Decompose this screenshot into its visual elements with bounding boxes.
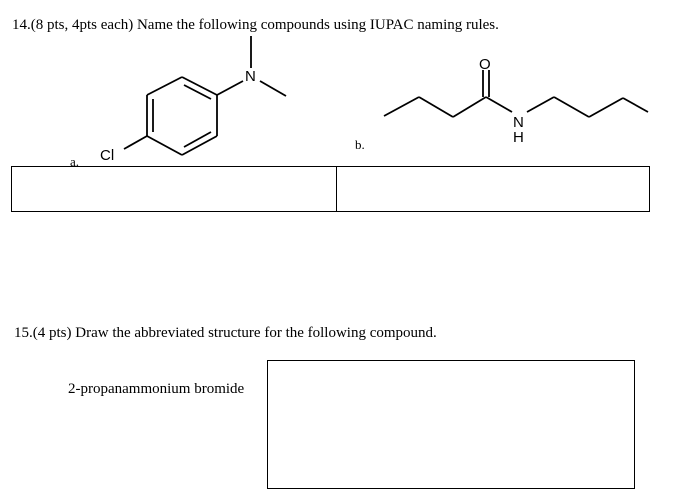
question-14-prompt: 14.(8 pts, 4pts each) Name the following… — [12, 17, 499, 33]
atom-hydrogen-b: H — [513, 129, 524, 146]
atom-nitrogen-b: N — [513, 114, 524, 131]
answer-box-a[interactable] — [11, 166, 337, 212]
question-15-prompt: 15.(4 pts) Draw the abbreviated structur… — [14, 325, 437, 341]
part-b-label: b. — [355, 137, 365, 152]
answer-box-b[interactable] — [336, 166, 650, 212]
part-a-label: a. — [70, 154, 80, 169]
molecule-b-bonds — [383, 70, 649, 118]
atom-oxygen-b: O — [479, 56, 491, 73]
molecule-a-bonds — [123, 36, 287, 156]
atom-chlorine-a: Cl — [100, 147, 114, 164]
compound-name: 2-propanammonium bromide — [68, 381, 245, 397]
drawing-answer-box[interactable] — [267, 360, 635, 489]
atom-nitrogen-a: N — [245, 68, 256, 85]
